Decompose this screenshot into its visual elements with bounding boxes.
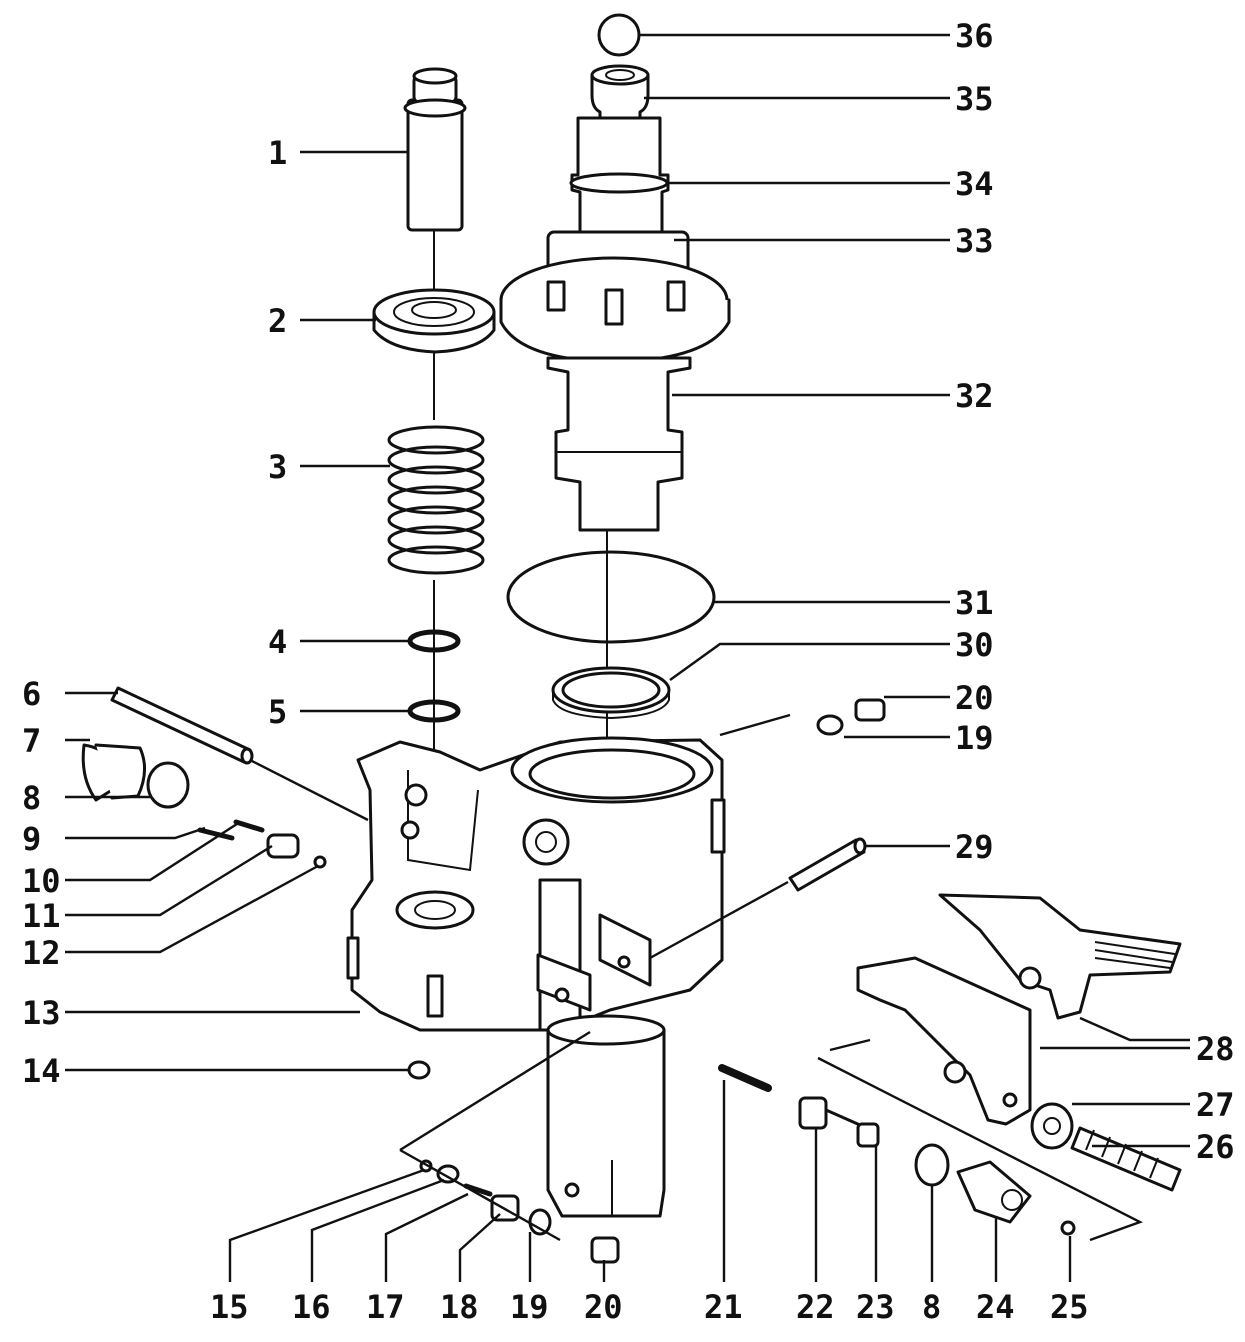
leader-lines [65,33,1190,1282]
label-15: 15 [210,1288,249,1326]
plug-7 [81,743,190,809]
label-23: 23 [856,1288,895,1326]
label-21: 21 [704,1288,743,1326]
washer-2 [372,288,496,354]
nut-27 [1030,1102,1074,1150]
label-22: 22 [796,1288,835,1326]
lower-cylinder [546,1014,666,1218]
label-6: 6 [22,675,41,713]
pump-body [346,736,726,1032]
ring-34 [569,172,669,194]
cap-35 [590,64,650,120]
spring-3 [387,425,485,575]
label-7: 7 [22,722,41,760]
part-labels: 1 2 3 4 5 6 7 8 9 10 11 12 13 14 15 16 1… [22,17,1235,1326]
label-8: 8 [22,779,41,817]
label-10: 10 [22,862,61,900]
guide-line-29 [649,880,789,960]
pin-29 [788,837,867,892]
o-ring-31 [506,550,716,644]
valve-parts-left [197,819,327,869]
ram-32 [499,116,731,532]
seal-30 [551,666,671,720]
label-35: 35 [955,80,994,118]
label-32: 32 [955,377,994,415]
guide-line-bottom [399,1030,591,1152]
label-3: 3 [268,448,287,486]
label-30: 30 [955,626,994,664]
fittings-upper-right [816,698,886,736]
label-26: 26 [1196,1128,1235,1166]
ball-36 [597,13,641,57]
label-13: 13 [22,994,61,1032]
label-12: 12 [22,934,61,972]
ring-14 [407,1060,431,1080]
label-1: 1 [268,134,287,172]
pin-6 [110,686,254,765]
label-34: 34 [955,165,994,203]
label-20-right: 20 [955,679,994,717]
label-11: 11 [22,897,61,935]
label-9: 9 [22,820,41,858]
guide-line-19 [719,713,791,737]
label-14: 14 [22,1052,61,1090]
label-16: 16 [292,1288,331,1326]
label-4: 4 [268,623,287,661]
label-24: 24 [976,1288,1015,1326]
label-28: 28 [1196,1030,1235,1068]
spring-26 [1070,1126,1182,1192]
label-5: 5 [268,693,287,731]
label-31: 31 [955,584,994,622]
pedal-28 [856,893,1182,1126]
label-19-right: 19 [955,719,994,757]
label-36: 36 [955,17,994,55]
label-18: 18 [440,1288,479,1326]
ring-8 [146,761,190,809]
label-20: 20 [584,1288,623,1326]
valve-parts-right [718,1064,1076,1236]
plunger-1 [403,67,467,232]
guide-line-bottom-2 [399,1148,561,1242]
label-29: 29 [955,828,994,866]
label-25: 25 [1050,1288,1089,1326]
guide-line-right [817,1038,1144,1242]
label-2: 2 [268,302,287,340]
label-33: 33 [955,222,994,260]
guide-line-6 [249,758,369,822]
label-19: 19 [510,1288,549,1326]
label-27: 27 [1196,1086,1235,1124]
label-8-bottom: 8 [922,1288,941,1326]
label-17: 17 [366,1288,405,1326]
